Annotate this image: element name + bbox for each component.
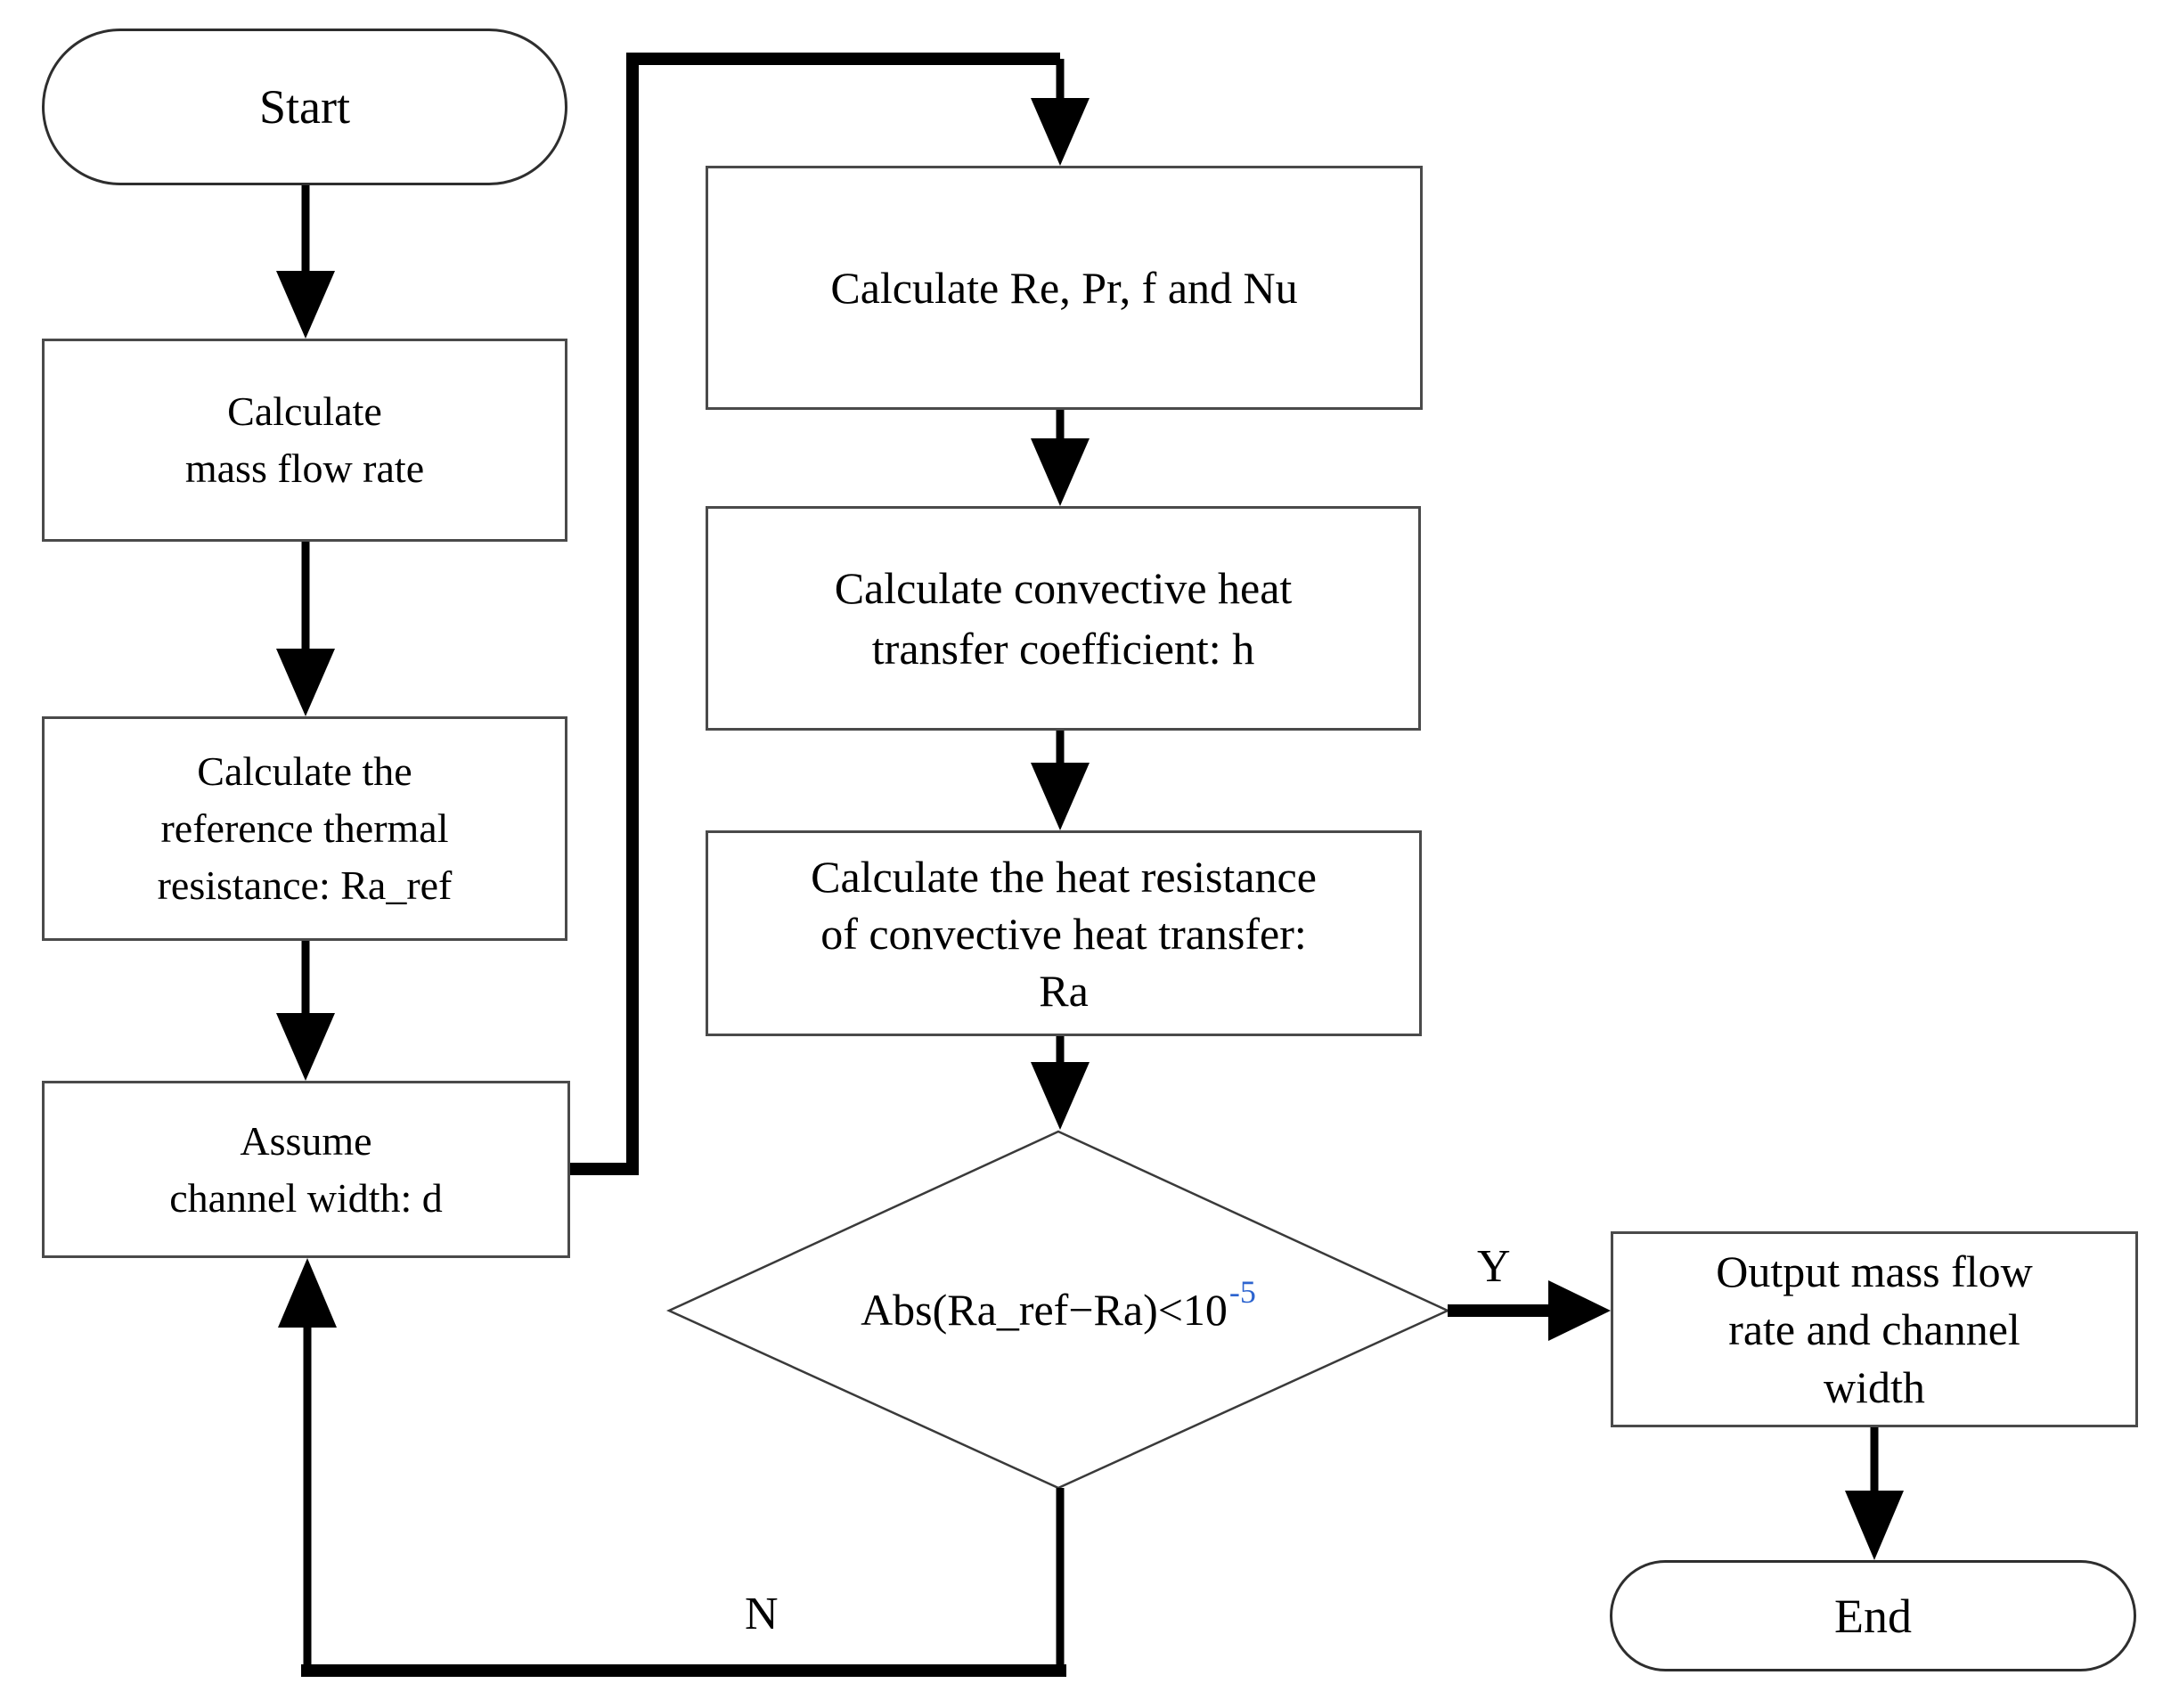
arrowhead-down-icon xyxy=(1031,1062,1090,1130)
process-convective-heat-transfer-coefficient: Calculate convective heat transfer coeff… xyxy=(706,506,1421,731)
arrowhead-down-icon xyxy=(1031,438,1090,506)
decision-condition: Abs(Ra_ref−Ra)<10-5 xyxy=(702,1254,1415,1365)
edge-decision-yes-to-output xyxy=(1448,1280,1611,1341)
heat-resistance-label: Calculate the heat resistance of convect… xyxy=(811,851,1317,1016)
process-output-results: Output mass flow rate and channel width xyxy=(1611,1231,2138,1427)
start-label: Start xyxy=(259,80,350,134)
arrowhead-down-icon xyxy=(276,649,335,716)
edge-repr-to-hcoeff xyxy=(1031,410,1090,506)
edge-decision-no-return xyxy=(278,1258,1066,1677)
terminator-start: Start xyxy=(42,29,567,185)
process-assume-channel-width: Assume channel width: d xyxy=(42,1081,570,1258)
decision-condition-text: Abs(Ra_ref−Ra)<10 xyxy=(861,1285,1228,1335)
arrowhead-down-icon xyxy=(1031,763,1090,830)
terminator-end: End xyxy=(1610,1560,2136,1671)
ref-resistance-label: Calculate the reference thermal resistan… xyxy=(157,748,453,908)
edge-massflow-to-refresistance xyxy=(276,542,335,716)
edge-start-to-massflow xyxy=(276,185,335,339)
re-pr-f-nu-label: Calculate Re, Pr, f and Nu xyxy=(830,263,1298,313)
output-label: Output mass flow rate and channel width xyxy=(1716,1246,2033,1412)
arrowhead-up-icon xyxy=(278,1258,337,1328)
arrowhead-right-icon xyxy=(1548,1280,1611,1341)
mass-flow-label: Calculate mass flow rate xyxy=(184,388,425,491)
process-heat-resistance-ra: Calculate the heat resistance of convect… xyxy=(706,830,1422,1036)
process-mass-flow-rate: Calculate mass flow rate xyxy=(42,339,567,542)
assume-width-label: Assume channel width: d xyxy=(169,1117,443,1221)
edge-label-yes: Y xyxy=(1477,1241,1511,1292)
edge-hcoeff-to-heatres xyxy=(1031,731,1090,830)
arrowhead-down-icon xyxy=(1031,98,1090,166)
edge-label-no: N xyxy=(745,1589,779,1639)
end-label: End xyxy=(1834,1589,1912,1643)
process-reference-thermal-resistance: Calculate the reference thermal resistan… xyxy=(42,716,567,941)
arrowhead-down-icon xyxy=(276,271,335,339)
arrowhead-down-icon xyxy=(1845,1491,1904,1560)
edge-heatres-to-decision xyxy=(1031,1036,1090,1130)
edge-output-to-end xyxy=(1845,1427,1904,1560)
decision-superscript: -5 xyxy=(1228,1274,1256,1310)
edge-assume-to-repr-elbow xyxy=(570,53,1090,1175)
arrowhead-down-icon xyxy=(276,1013,335,1081)
edge-refresistance-to-assume xyxy=(276,941,335,1081)
h-coefficient-label: Calculate convective heat transfer coeff… xyxy=(834,563,1293,674)
process-calculate-re-pr-f-nu: Calculate Re, Pr, f and Nu xyxy=(706,166,1423,410)
